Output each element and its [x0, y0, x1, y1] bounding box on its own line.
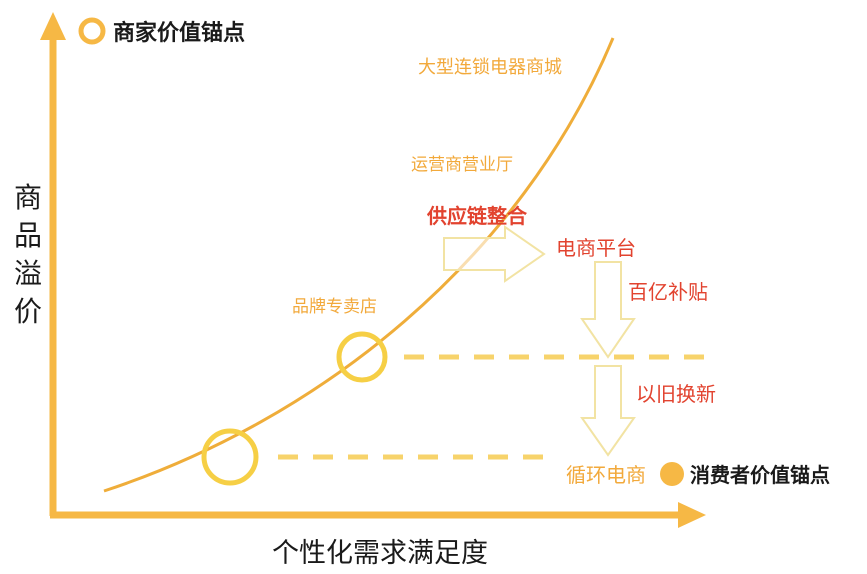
right-hollow-arrow	[443, 225, 546, 283]
filled-circle-icon	[660, 462, 684, 486]
supply-chain-label: 供应链整合	[426, 204, 528, 228]
value-curve	[103, 37, 615, 493]
chain-store-label: 大型连锁电器商城	[418, 57, 562, 78]
hollow-circle-icon	[78, 17, 106, 45]
brand-store-ring	[336, 331, 388, 383]
consumer-anchor-label: 消费者价值锚点	[690, 463, 830, 487]
down-hollow-arrow-lower	[580, 365, 636, 457]
y-axis-label-char: 品	[14, 219, 42, 252]
y-axis-label-char: 商	[14, 181, 42, 214]
merchant-anchor-label: 商家价值锚点	[113, 20, 245, 46]
entry-point-ring	[201, 428, 259, 486]
trade-in-label: 以旧换新	[636, 382, 716, 406]
y-axis-label-char: 价	[14, 295, 42, 328]
brand-store-label: 品牌专卖店	[292, 297, 377, 317]
ecommerce-platform-label: 电商平台	[556, 236, 636, 260]
y-axis-arrowhead	[40, 12, 66, 40]
x-axis-arrowhead	[678, 502, 706, 528]
x-axis	[50, 502, 706, 528]
subsidy-label: 百亿补贴	[628, 280, 708, 304]
y-axis-label: 商 品 溢 价	[14, 181, 42, 328]
y-axis-label-char: 溢	[14, 257, 42, 290]
circular-commerce-label: 循环电商	[566, 463, 646, 487]
y-axis	[40, 12, 66, 516]
down-hollow-arrow-upper	[580, 261, 636, 359]
x-axis-label: 个性化需求满足度	[272, 538, 488, 569]
operator-hall-label: 运营商营业厅	[411, 155, 513, 175]
